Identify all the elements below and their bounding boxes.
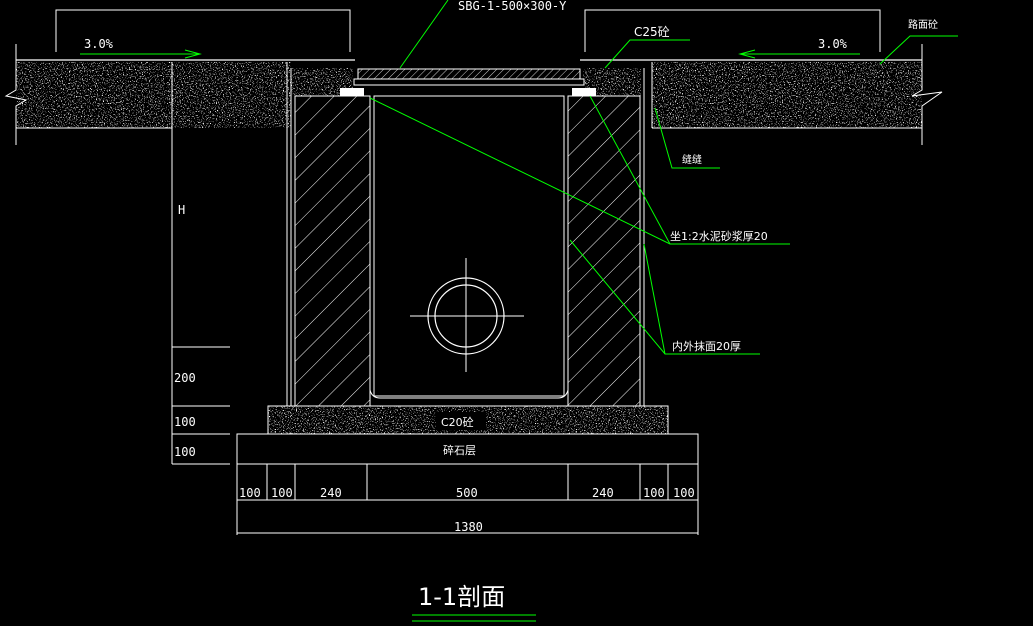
left-wall — [294, 95, 371, 407]
cover-seat-left — [340, 88, 364, 96]
top-reference-lines — [55, 9, 881, 52]
base-concrete-slab: C20砼 — [267, 405, 669, 435]
break-line-right — [911, 44, 943, 145]
dim-100b-label: 100 — [174, 445, 196, 459]
bottom-dim-3: 240 — [320, 486, 342, 500]
bottom-dim-5: 240 — [592, 486, 614, 500]
gravel-layer-label: 碎石层 — [443, 443, 476, 457]
channel-interior — [373, 95, 565, 397]
slope-right-label: 3.0% — [818, 37, 848, 51]
pavement-left — [16, 59, 355, 129]
joint-label: 缝缝 — [682, 153, 702, 166]
section-title: 1-1剖面 — [418, 583, 505, 611]
bottom-dim-6: 100 — [643, 486, 665, 500]
gravel-layer — [236, 433, 699, 465]
slope-arrows — [80, 49, 860, 59]
break-line-left — [4, 44, 28, 145]
total-width-label: 1380 — [454, 520, 483, 534]
right-wall — [567, 95, 641, 407]
cover-spec-label: SBG-1-500×300-Y — [458, 0, 567, 13]
plaster-label: 内外抹面20厚 — [672, 339, 741, 353]
leader-lines — [369, 0, 958, 355]
dim-height-label: H — [178, 203, 185, 217]
bottom-dim-4: 500 — [456, 486, 478, 500]
dim-100a-label: 100 — [174, 415, 196, 429]
pavement-label: 路面砼 — [908, 18, 938, 31]
concrete-top-label: C25砼 — [634, 25, 670, 39]
mortar-bed-label: 坐1:2水泥砂浆厚20 — [670, 229, 768, 243]
bottom-dim-7: 100 — [673, 486, 695, 500]
slope-left-label: 3.0% — [84, 37, 114, 51]
pipe-section — [410, 258, 524, 372]
cover-seat-right — [572, 88, 596, 96]
bottom-dim-2: 100 — [271, 486, 293, 500]
left-dimension-chain — [171, 62, 230, 465]
grate-cover — [357, 68, 581, 80]
pavement-right — [580, 59, 922, 129]
dim-200-label: 200 — [174, 371, 196, 385]
bottom-dim-1: 100 — [239, 486, 261, 500]
base-concrete-label: C20砼 — [441, 416, 474, 429]
bottom-dimension-chain — [236, 464, 699, 535]
